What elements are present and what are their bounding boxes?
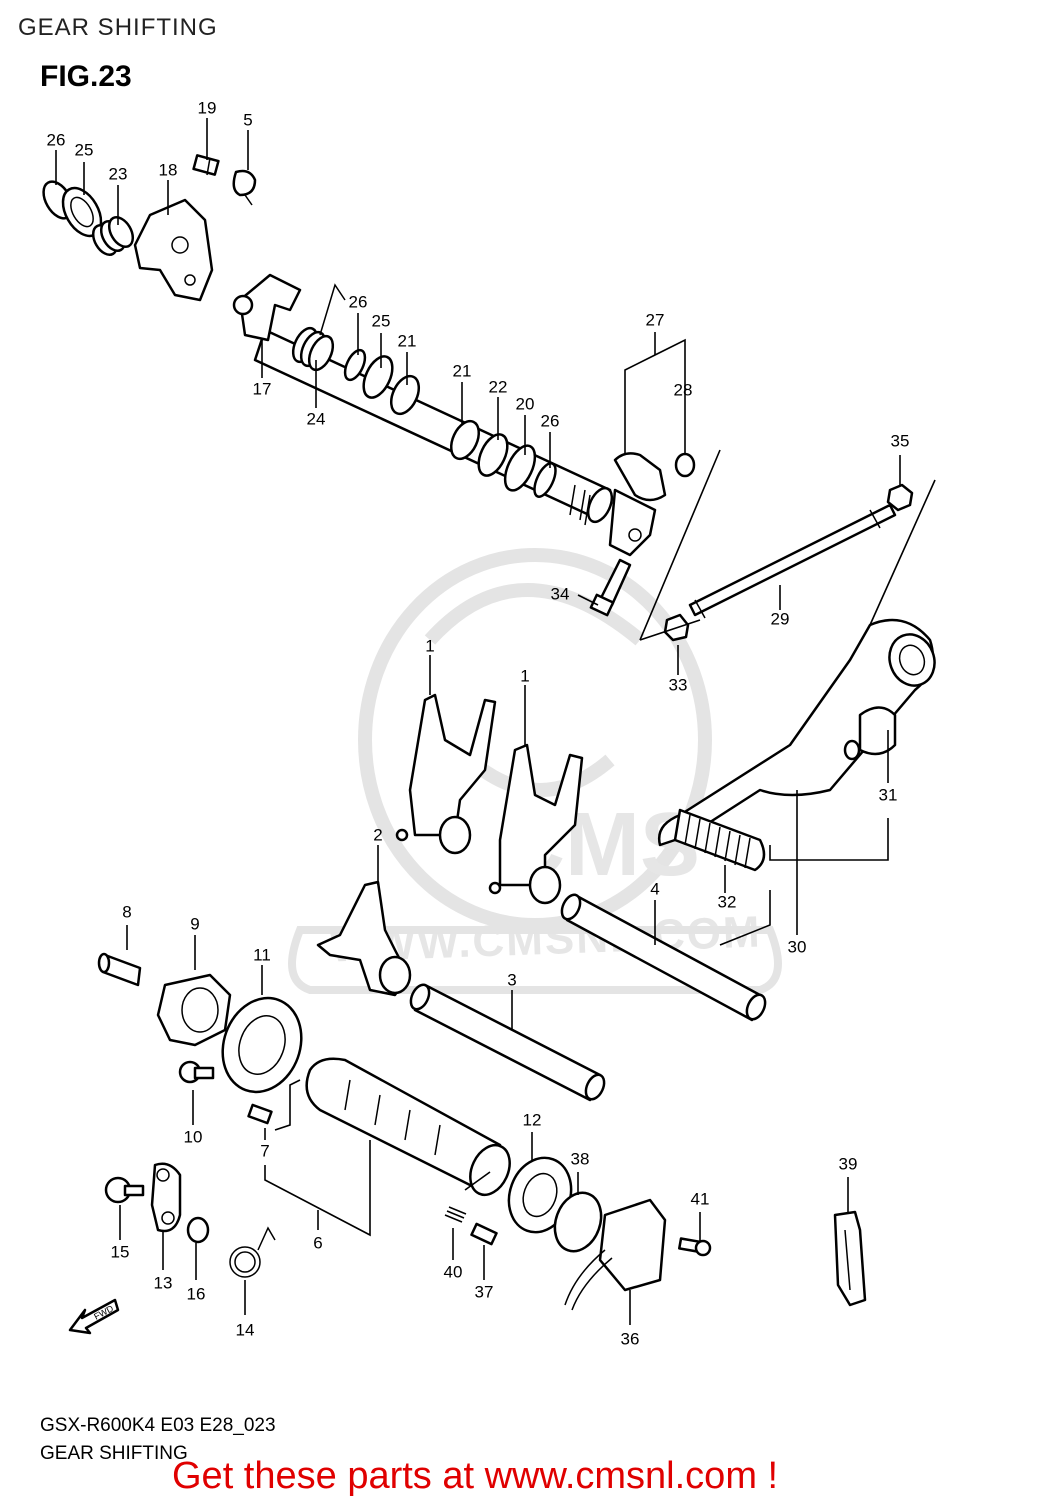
- callout-3: 3: [507, 970, 516, 989]
- callout-32: 32: [718, 892, 737, 911]
- washer-16: [186, 1216, 210, 1244]
- callout-37: 37: [475, 1282, 494, 1301]
- callout-25-shaft: 25: [372, 311, 391, 330]
- callout-40: 40: [444, 1262, 463, 1281]
- callout-29: 29: [771, 609, 790, 628]
- bolt-19: [192, 154, 220, 176]
- fwd-arrow-icon: FWD: [68, 1298, 120, 1335]
- callout-30: 30: [788, 937, 807, 956]
- callout-6: 6: [313, 1233, 322, 1252]
- callout-39: 39: [839, 1154, 858, 1173]
- pin-7: [247, 1103, 273, 1125]
- fork-shaft-4: [560, 893, 767, 1022]
- shift-fork-1-left: [395, 693, 497, 855]
- callout-16: 16: [187, 1284, 206, 1303]
- pin-8: [97, 952, 142, 987]
- washer-25-shaft: [362, 355, 394, 399]
- callout-27: 27: [646, 310, 665, 329]
- callout-25-top: 25: [75, 140, 94, 159]
- footpeg-rubber-32: [673, 808, 766, 872]
- rod-end-31: [843, 706, 897, 761]
- callout-21-b: 21: [453, 361, 472, 380]
- gearshift-arm-17: [232, 273, 302, 342]
- callout-1-left: 1: [425, 636, 434, 655]
- shift-fork-1-right: [488, 743, 584, 905]
- model-code: GSX-R600K4 E03 E28_023: [40, 1415, 276, 1436]
- screw-41: [678, 1237, 712, 1257]
- stopper-cam-9: [156, 973, 232, 1047]
- callout-13: 13: [154, 1273, 173, 1292]
- shift-drum-6: [305, 1057, 511, 1197]
- callout-26-shaft: 26: [349, 292, 368, 311]
- clamp-39: [833, 1210, 867, 1307]
- pin-37: [470, 1222, 498, 1246]
- callout-36: 36: [621, 1329, 640, 1348]
- bushing-21-b: [449, 419, 481, 461]
- callout-26-end: 26: [541, 411, 560, 430]
- callout-7: 7: [260, 1141, 269, 1160]
- callout-34: 34: [551, 584, 570, 603]
- callout-17: 17: [253, 379, 272, 398]
- callout-4: 4: [650, 879, 659, 898]
- callout-33: 33: [669, 675, 688, 694]
- callout-5: 5: [243, 110, 252, 129]
- callout-22: 22: [489, 377, 508, 396]
- plate-13: [150, 1162, 182, 1233]
- shift-fork-2: [316, 880, 412, 997]
- callout-2: 2: [373, 825, 382, 844]
- page-header: GEAR SHIFTING: [18, 14, 218, 41]
- callout-20: 20: [516, 394, 535, 413]
- callout-28: 28: [674, 380, 693, 399]
- bolt-34: [589, 558, 632, 617]
- bushing-21-a: [389, 374, 421, 416]
- callout-9: 9: [190, 914, 199, 933]
- washer-25-top: [61, 186, 103, 238]
- tie-rod-29: [688, 503, 897, 619]
- link-rod-end-27: [608, 452, 696, 557]
- watermark-logo: [288, 548, 782, 994]
- callouts: 19 5 26 25 23 18 17 24 26 25 21 21 22 20…: [47, 98, 910, 1348]
- bolt-15: [104, 1176, 145, 1204]
- callout-15: 15: [111, 1242, 130, 1261]
- cta-link[interactable]: Get these parts at www.cmsnl.com !: [172, 1455, 779, 1497]
- oring-38: [553, 1191, 603, 1253]
- circlip-26-shaft: [343, 348, 367, 382]
- callout-18: 18: [159, 160, 178, 179]
- gearshift-lever-30: [657, 618, 936, 847]
- callout-10: 10: [184, 1127, 203, 1146]
- callout-8: 8: [122, 902, 131, 921]
- footer-title: GEAR SHIFTING: [40, 1443, 188, 1464]
- callout-23: 23: [109, 164, 128, 183]
- callout-11: 11: [253, 945, 271, 964]
- callout-1-right: 1: [520, 666, 529, 685]
- circlip-26-end: [533, 462, 557, 498]
- gear-position-switch-36: [564, 1198, 667, 1311]
- bolt-10: [178, 1060, 215, 1084]
- callout-19: 19: [198, 98, 217, 117]
- oil-seal-22: [477, 433, 509, 477]
- callout-24: 24: [307, 409, 326, 428]
- spring-40: [444, 1206, 467, 1223]
- washer-5: [232, 169, 257, 206]
- callout-35: 35: [891, 431, 910, 450]
- bearing-11: [221, 996, 303, 1094]
- fork-shaft-3: [409, 983, 606, 1102]
- callout-41: 41: [691, 1189, 710, 1208]
- callout-31: 31: [879, 785, 898, 804]
- callout-21-a: 21: [398, 331, 417, 350]
- spring-24: [291, 283, 346, 372]
- washer-20: [503, 444, 537, 492]
- callout-14: 14: [236, 1320, 255, 1339]
- callout-38: 38: [571, 1149, 590, 1168]
- callout-26-top: 26: [47, 130, 66, 149]
- figure-label: FIG.23: [40, 60, 132, 93]
- leader-lines: [55, 118, 936, 1325]
- stopper-plate-18: [133, 198, 214, 302]
- spring-23: [91, 216, 135, 256]
- spring-14: [229, 1226, 276, 1278]
- nut-35: [886, 483, 914, 512]
- callout-12: 12: [523, 1110, 542, 1129]
